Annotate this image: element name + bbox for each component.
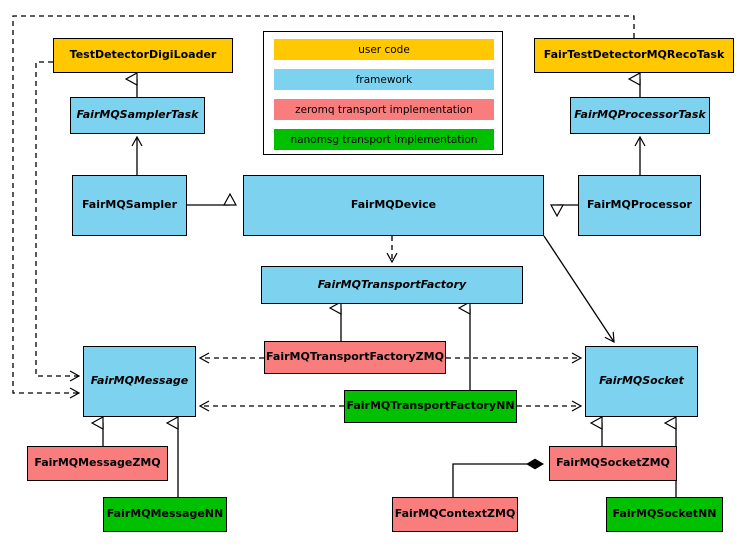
- class-node-fairmqdevice[interactable]: FairMQDevice: [243, 175, 544, 236]
- legend-item-nanomsg: nanomsg transport implementation: [274, 129, 494, 150]
- class-label: FairMQDevice: [350, 198, 437, 212]
- class-label: FairTestDetectorMQRecoTask: [543, 48, 725, 62]
- class-node-fairtestdetectormqrecotask[interactable]: FairTestDetectorMQRecoTask: [534, 38, 734, 73]
- class-label: FairMQMessageNN: [106, 507, 224, 521]
- class-node-testdetectordigiloader[interactable]: TestDetectorDigiLoader: [53, 38, 233, 73]
- class-node-fairmqsocketnn[interactable]: FairMQSocketNN: [606, 497, 723, 532]
- class-label: FairMQTransportFactory: [317, 277, 467, 291]
- class-label: FairMQSocket: [599, 374, 684, 388]
- class-node-fairmqmessagezmq[interactable]: FairMQMessageZMQ: [27, 446, 168, 481]
- class-label: FairMQMessage: [90, 374, 189, 388]
- legend-label-user-code: user code: [358, 43, 410, 56]
- class-node-fairmqprocessortask[interactable]: FairMQProcessorTask: [570, 97, 710, 134]
- class-label: FairMQTransportFactoryNN: [346, 399, 515, 413]
- legend: user code framework zeromq transport imp…: [263, 31, 503, 155]
- legend-item-user-code: user code: [274, 39, 494, 60]
- class-node-fairmqmessage[interactable]: FairMQMessage: [83, 346, 196, 417]
- class-node-fairmqsampler[interactable]: FairMQSampler: [72, 175, 187, 236]
- class-node-fairmqmessagenn[interactable]: FairMQMessageNN: [103, 497, 227, 532]
- edge-contextzmq-to-socketzmq: [452, 458, 544, 497]
- class-node-fairmqtransportfactorynn[interactable]: FairMQTransportFactoryNN: [344, 390, 517, 423]
- class-label: FairMQSamplerTask: [76, 108, 199, 122]
- class-label: TestDetectorDigiLoader: [69, 48, 217, 62]
- legend-item-framework: framework: [274, 69, 494, 90]
- legend-item-zeromq: zeromq transport implementation: [274, 99, 494, 120]
- class-node-fairmqtransportfactoryzmq[interactable]: FairMQTransportFactoryZMQ: [264, 341, 446, 374]
- class-label: FairMQTransportFactoryZMQ: [266, 350, 444, 364]
- class-node-fairmqsocket[interactable]: FairMQSocket: [585, 346, 698, 417]
- class-label: FairMQProcessor: [587, 198, 692, 212]
- class-label: FairMQContextZMQ: [394, 507, 516, 521]
- legend-label-zeromq: zeromq transport implementation: [295, 103, 473, 116]
- class-node-fairmqcontextzmq[interactable]: FairMQContextZMQ: [392, 497, 518, 532]
- class-node-fairmqtransportfactory[interactable]: FairMQTransportFactory: [261, 266, 523, 304]
- class-label: FairMQSocketZMQ: [556, 456, 670, 470]
- legend-label-nanomsg: nanomsg transport implementation: [290, 133, 478, 146]
- class-label: FairMQSocketNN: [612, 507, 717, 521]
- class-label: FairMQMessageZMQ: [34, 456, 161, 470]
- class-label: FairMQSampler: [81, 198, 178, 212]
- edge-device-to-socket: [543, 235, 615, 344]
- class-label: FairMQProcessorTask: [574, 108, 706, 122]
- class-node-fairmqsamplertask[interactable]: FairMQSamplerTask: [70, 97, 205, 134]
- legend-label-framework: framework: [355, 73, 413, 86]
- class-node-fairmqprocessor[interactable]: FairMQProcessor: [578, 175, 701, 236]
- class-node-fairmqsocketzmq[interactable]: FairMQSocketZMQ: [549, 446, 677, 481]
